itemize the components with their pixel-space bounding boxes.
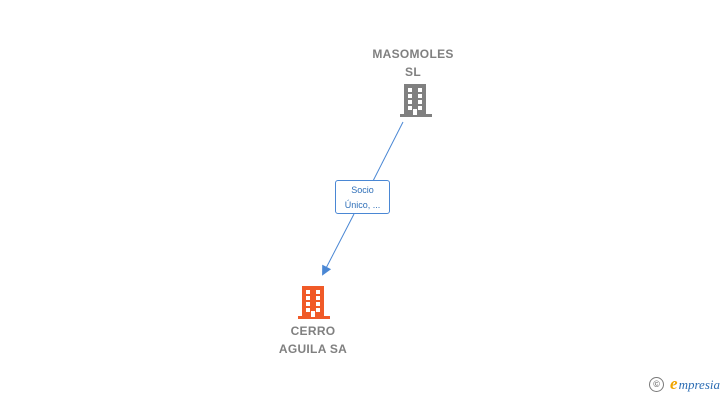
edge-arrow-line [322, 213, 355, 276]
node-label-line1: CERRO [290, 324, 336, 338]
brand-initial: e [670, 374, 678, 393]
node-label-masomoles[interactable]: MASOMOLES SL [363, 45, 463, 81]
brand-footer[interactable]: © e mpresia [649, 374, 720, 394]
node-label-line1: MASOMOLES [372, 47, 454, 61]
node-label-line2: AGUILA SA [278, 342, 348, 356]
edge-label-line2: Único, ... [344, 200, 381, 210]
edge-label-socio-unico[interactable]: Socio Único, ... [335, 180, 390, 214]
building-icon[interactable] [400, 82, 432, 118]
empresia-logo[interactable]: e mpresia [670, 374, 720, 394]
copyright-icon: © [649, 376, 665, 392]
brand-rest: mpresia [678, 377, 720, 392]
edge-line-upper [372, 121, 404, 182]
node-label-line2: SL [405, 65, 421, 79]
edge-label-line1: Socio [351, 185, 374, 195]
building-icon[interactable] [298, 284, 330, 320]
node-label-cerro-aguila[interactable]: CERRO AGUILA SA [263, 322, 363, 358]
